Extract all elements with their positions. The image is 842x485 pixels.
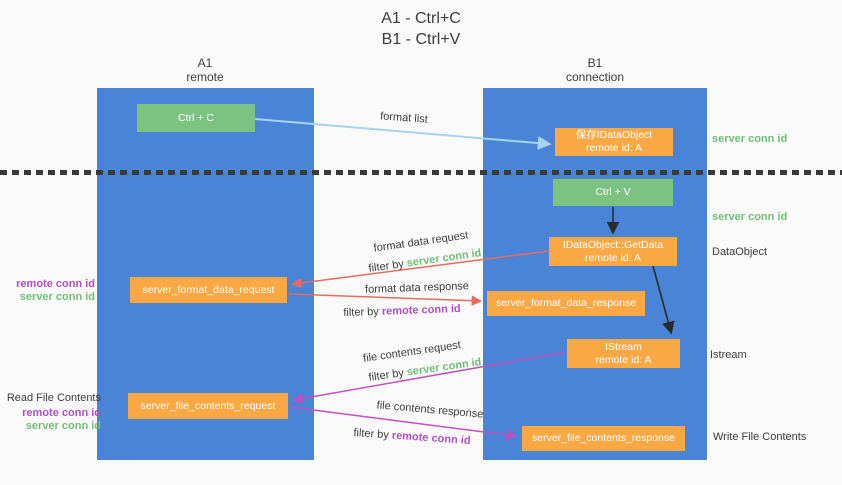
node-server-file-contents-request: server_file_contents_request [128, 393, 288, 419]
node-ctrl-c-label: Ctrl + C [178, 111, 214, 124]
node-file-response-label: server_file_contents_response [531, 432, 675, 444]
write-file-contents-label: Write File Contents [713, 431, 807, 443]
format-data-response-arrow [288, 293, 483, 306]
remote-conn-id-left-1: remote conn id [16, 278, 95, 290]
node-istream: IStream remote id: A [567, 339, 680, 368]
file-contents-request-arrow [291, 351, 567, 404]
node-format-response-label: server_format_data_response [495, 297, 637, 309]
node-ctrl-c: Ctrl + C [137, 104, 255, 132]
column-header-a1: A1 remote [145, 56, 265, 84]
copy-paste-divider-line [0, 170, 842, 175]
diagram-title: A1 - Ctrl+C B1 - Ctrl+V [0, 8, 842, 50]
read-file-contents-label: Read File Contents [6, 392, 101, 404]
server-conn-id-right-mid: server conn id [712, 211, 788, 223]
node-istream-line1: IStream [605, 340, 642, 353]
format-data-request-arrow [290, 250, 550, 289]
column-b1-role: connection [565, 70, 625, 84]
node-file-request-label: server_file_contents_request [140, 399, 276, 412]
server-conn-id-right-top: server conn id [712, 133, 788, 145]
node-server-format-data-request: server_format_data_request [130, 277, 287, 303]
node-save-idataobject: 保存IDataObject remote id: A [555, 128, 673, 156]
istream-side-label: Istream [710, 349, 747, 361]
node-server-format-data-response: server_format_data_response [487, 291, 645, 316]
column-header-b1: B1 connection [535, 56, 655, 84]
file-contents-response-arrow [289, 406, 518, 441]
node-ctrl-v-label: Ctrl + V [595, 186, 631, 198]
column-a1-name: A1 [197, 56, 213, 70]
server-conn-id-left-2: server conn id [25, 420, 101, 432]
getdata-to-istream-arrow [652, 265, 675, 335]
node-idataobject-getdata: IDataObject::GetData remote id: A [549, 237, 677, 266]
dataobject-label: DataObject [712, 246, 768, 258]
server-conn-id-left-1: server conn id [19, 291, 95, 303]
node-save-idataobject-line2: remote id: A [585, 142, 642, 154]
column-a1-role: remote [186, 70, 224, 84]
node-ctrl-v: Ctrl + V [553, 179, 673, 206]
node-save-idataobject-line1: 保存IDataObject [575, 129, 653, 141]
remote-conn-id-left-2: remote conn id [22, 407, 101, 419]
filter-prefix: filter by [343, 305, 383, 320]
column-b1-name: B1 [587, 56, 603, 70]
title-line-1: A1 - Ctrl+C [381, 10, 461, 27]
left-conn-id-group-1: remote conn id server conn id [0, 278, 95, 304]
format-list-arrow [254, 118, 552, 151]
title-line-2: B1 - Ctrl+V [381, 31, 461, 48]
node-istream-line2: remote id: A [595, 353, 652, 366]
node-getdata-line1: IDataObject::GetData [562, 238, 664, 251]
node-server-file-contents-response: server_file_contents_response [522, 426, 685, 451]
node-format-request-label: server_format_data_request [142, 283, 275, 296]
node-getdata-line2: remote id: A [584, 251, 641, 264]
left-read-file-group: Read File Contents remote conn id server… [0, 392, 101, 433]
